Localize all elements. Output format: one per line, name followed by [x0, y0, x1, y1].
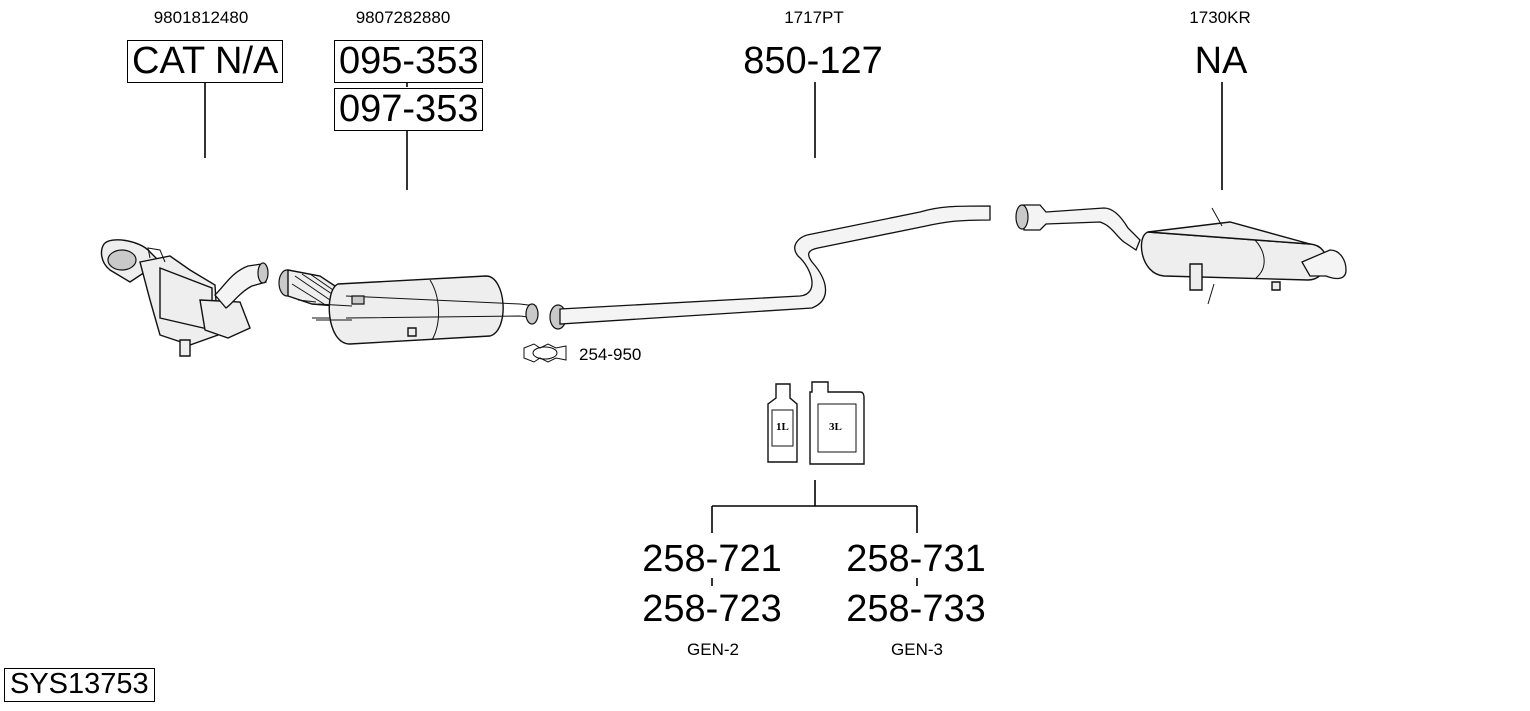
filter-part-number-primary[interactable]: 095-353: [334, 40, 484, 83]
pipe-drawing: [549, 205, 991, 330]
gen3-part-number-primary[interactable]: 258-731: [846, 538, 986, 580]
catalyst-part-number[interactable]: CAT N/A: [127, 40, 284, 83]
rear-silencer-part-number[interactable]: NA: [1194, 40, 1248, 82]
clamp-part-number[interactable]: 254-950: [579, 345, 642, 364]
fluid-1l-bottle-icon: [767, 383, 798, 463]
fluid-1l-label: 1L: [776, 421, 789, 433]
rear-silencer-oem-number: 1730KR: [1189, 8, 1251, 27]
gen3-label: GEN-3: [891, 640, 943, 659]
pipe-oem-number: 1717PT: [784, 8, 844, 27]
rear-silencer-drawing: [1015, 204, 1347, 305]
gen3-part-number-alternate[interactable]: 258-733: [846, 588, 986, 630]
filter-part-number-alternate[interactable]: 097-353: [334, 88, 484, 131]
catalyst-drawing: [100, 239, 269, 357]
filter-drawing: [278, 269, 539, 345]
gen2-part-number-primary[interactable]: 258-721: [642, 538, 782, 580]
fluid-3l-can-icon: [809, 381, 865, 465]
catalyst-oem-number: 9801812480: [153, 8, 249, 27]
filter-oem-number: 9807282880: [355, 8, 451, 27]
pipe-part-number[interactable]: 850-127: [743, 40, 883, 82]
gen2-label: GEN-2: [687, 640, 739, 659]
gen2-part-number-alternate[interactable]: 258-723: [642, 588, 782, 630]
system-id: SYS13753: [4, 668, 155, 702]
clamp-drawing: [523, 343, 567, 363]
fluid-3l-label: 3L: [829, 421, 842, 433]
